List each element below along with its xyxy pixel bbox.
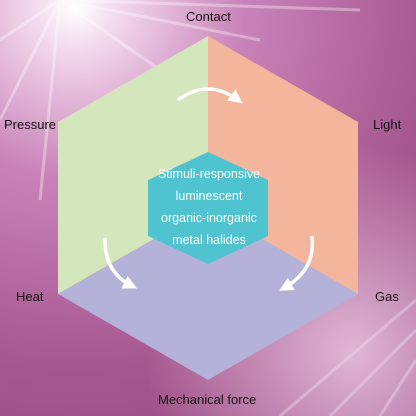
label-light: Light (373, 117, 402, 132)
label-pressure: Pressure (4, 117, 57, 132)
label-mechanical-force: Mechanical force (158, 392, 257, 407)
arrow-right (279, 235, 315, 291)
bottom-face (58, 208, 358, 380)
center-title: Stimuli-responsive luminescent organic-i… (146, 163, 272, 251)
center-line-1: Stimuli-responsive (157, 167, 261, 181)
arrow-left (103, 237, 138, 289)
label-heat: Heat (16, 289, 44, 304)
center-line-3: organic-inorganic (161, 211, 257, 225)
center-hexagon (148, 152, 268, 264)
center-line-2: luminescent (175, 189, 243, 203)
arrow-top (176, 87, 243, 104)
label-contact: Contact (186, 9, 231, 24)
center-line-4: metal halides (172, 233, 246, 247)
label-gas: Gas (375, 289, 399, 304)
